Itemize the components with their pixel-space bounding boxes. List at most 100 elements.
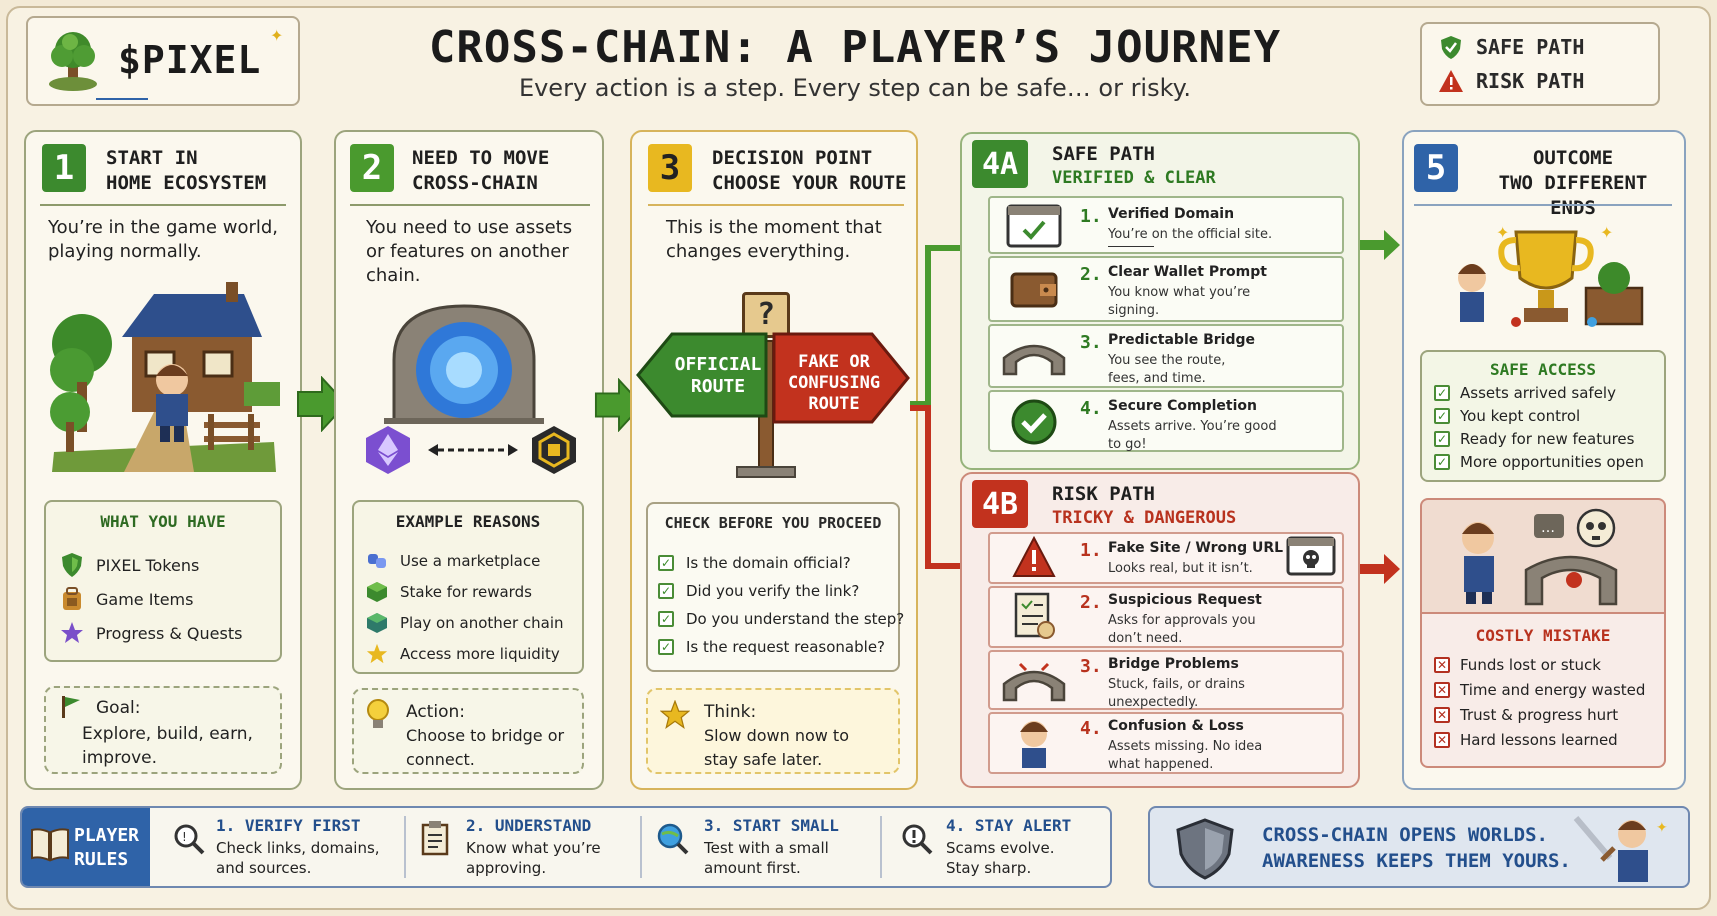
example-reasons-title: EXAMPLE REASONS: [395, 512, 541, 531]
step-2-body-line2: or features on another: [366, 241, 569, 262]
rule-3-line2: amount first.: [704, 859, 801, 877]
safe-step-desc: You see the route,fees, and time.: [1108, 352, 1225, 388]
risk-step-desc-line1: Looks real, but it isn’t.: [1108, 561, 1253, 576]
safe-step-num: 1.: [1080, 206, 1102, 227]
check-label: Is the request reasonable?: [686, 638, 886, 656]
reason-label: Stake for rewards: [400, 583, 532, 601]
home-cottage-illustration: [50, 282, 280, 472]
have-item-label: Game Items: [96, 589, 194, 609]
domain-underline: [1108, 246, 1154, 247]
step-1-heading-line1: START IN: [106, 147, 198, 169]
flag-icon: [62, 696, 80, 718]
logo-text: $PIXEL: [118, 38, 262, 82]
risk-step-desc-line1: Asks for approvals you: [1108, 613, 1256, 628]
step-5-badge: 5: [1414, 144, 1458, 192]
goal-box: [44, 686, 282, 774]
costly-mistake-box: [1420, 614, 1666, 768]
reason-item-liquidity: Access more liquidity: [366, 643, 560, 665]
step-1-badge: 1: [42, 144, 86, 192]
think-label: Think:: [704, 702, 757, 722]
rule-4-desc: Scams evolve.Stay sharp.: [946, 838, 1054, 878]
fake-route-sign: [772, 332, 910, 424]
step-4a-subheading: VERIFIED & CLEAR: [1052, 168, 1216, 188]
suspicious-document-icon: [1014, 592, 1055, 639]
player-rules-line1: PLAYER: [74, 825, 140, 846]
step-4b-badge: 4B: [972, 480, 1028, 528]
have-item-label: PIXEL Tokens: [96, 555, 200, 575]
closing-banner-line2: AWARENESS KEEPS THEM YOURS.: [1262, 850, 1571, 872]
have-item-label: Progress & Quests: [96, 623, 243, 643]
risk-step-desc: Looks real, but it isn’t.: [1108, 560, 1253, 578]
mistake-item: ✕Time and energy wasted: [1434, 681, 1645, 699]
official-route-line2: ROUTE: [690, 376, 746, 397]
cube-green-icon: [367, 582, 387, 602]
action-line2: connect.: [406, 750, 475, 769]
question-sign: ?: [742, 292, 790, 338]
globe-magnifier-icon: [657, 823, 689, 855]
step-3-body-line2: changes everything.: [666, 241, 851, 262]
legend-risk: RISK PATH: [1438, 68, 1584, 94]
step-4a-heading: SAFE PATH: [1052, 143, 1155, 165]
check-item: ✓Do you understand the step?: [658, 610, 904, 628]
risk-step-title: Bridge Problems: [1108, 656, 1239, 672]
rule-separator: [640, 816, 642, 878]
check-circle-icon: [1011, 399, 1057, 445]
official-route-sign: [636, 332, 768, 418]
step-4b-heading: RISK PATH: [1052, 483, 1155, 505]
clipboard-icon: [421, 821, 449, 856]
mistake-label: Funds lost or stuck: [1460, 656, 1601, 674]
step-5-heading-line1: OUTCOME: [1532, 147, 1614, 169]
rule-3-title: 3. START SMALL: [704, 816, 839, 835]
check-label: Is the domain official?: [686, 554, 851, 572]
panel-step-3: [630, 130, 918, 790]
step-1-body-line2: playing normally.: [48, 241, 202, 262]
risk-step-desc-line1: Stuck, fails, or drains: [1108, 677, 1245, 692]
costly-mistake-title: COSTLY MISTAKE: [1475, 626, 1611, 645]
safe-step-desc: You’re on the official site.: [1108, 226, 1272, 244]
mistake-illustration: …: [1462, 508, 1618, 606]
step-1-heading-line2: HOME ECOSYSTEM: [106, 172, 267, 194]
shield-icon: [1176, 818, 1234, 880]
action-label: Action:: [406, 702, 465, 722]
rule-1-desc: Check links, domains,and sources.: [216, 838, 380, 878]
safe-step-desc-line1: Assets arrive. You’re good: [1108, 419, 1277, 434]
risk-step-num: 3.: [1080, 656, 1102, 677]
risk-step-num: 4.: [1080, 718, 1102, 739]
reason-label: Access more liquidity: [400, 645, 560, 663]
official-route-line1: OFFICIAL: [674, 354, 762, 375]
reason-item-play: Play on another chain: [366, 612, 564, 634]
have-item-tokens: PIXEL Tokens: [60, 552, 199, 578]
fake-browser-skull-icon: [1286, 536, 1336, 576]
fake-route-line2: CONFUSING: [787, 373, 881, 393]
svg-text:✦: ✦: [1656, 820, 1668, 836]
action-line1: Choose to bridge or: [406, 726, 565, 745]
shield-token-icon: [62, 553, 82, 577]
reason-label: Play on another chain: [400, 614, 564, 632]
logo-underline: [96, 98, 148, 100]
backpack-icon: [63, 587, 81, 610]
rule-1-line1: Check links, domains,: [216, 839, 380, 857]
rule-4-line2: Stay sharp.: [946, 859, 1032, 877]
sparkle-icon: ✦: [270, 26, 284, 45]
marketplace-icon: [368, 554, 386, 568]
what-you-have-title: WHAT YOU HAVE: [100, 512, 226, 531]
risk-step-title: Confusion & Loss: [1108, 718, 1244, 734]
goal-line2: improve.: [82, 748, 158, 768]
check-item: ✓Did you verify the link?: [658, 582, 859, 600]
step-2-rule: [350, 204, 590, 206]
safe-step-desc-line2: signing.: [1108, 303, 1160, 318]
reason-label: Use a marketplace: [400, 552, 541, 570]
closing-banner-line1: CROSS-CHAIN OPENS WORLDS.: [1262, 824, 1548, 846]
mistake-label: Hard lessons learned: [1460, 731, 1618, 749]
safe-access-item: ✓You kept control: [1434, 407, 1580, 425]
think-box: [646, 688, 900, 774]
warning-icon: [1439, 70, 1463, 92]
arrow-right-green-icon: [1360, 230, 1400, 260]
